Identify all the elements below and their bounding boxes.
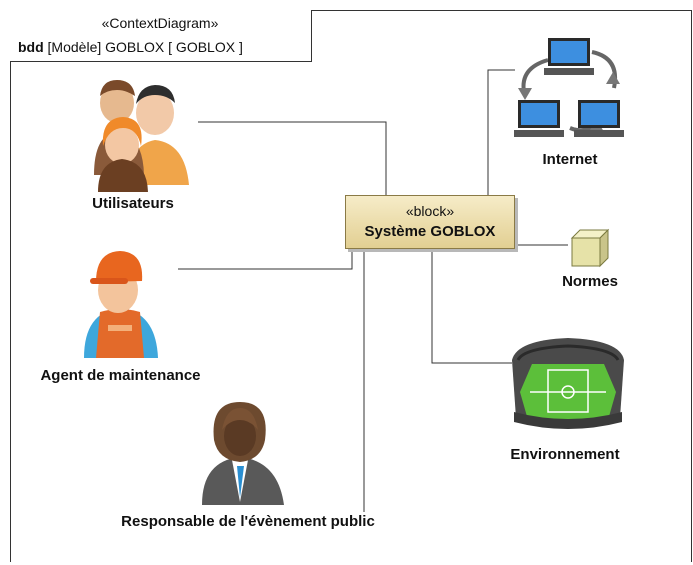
- actor-agent-label: Agent de maintenance: [40, 367, 201, 384]
- external-environnement-label: Environnement: [510, 446, 620, 463]
- connector-utilisateurs: [198, 121, 387, 195]
- block-stereotype: «block»: [405, 203, 455, 219]
- system-block[interactable]: «block» Système GOBLOX: [345, 195, 515, 249]
- connector-agent: [178, 249, 353, 270]
- connector-internet: [487, 69, 515, 195]
- frame-kind: bdd: [18, 39, 44, 55]
- connector-environnement: [431, 249, 512, 364]
- external-normes-label: Normes: [562, 273, 618, 290]
- frame-model-name: [Modèle] GOBLOX [ GOBLOX ]: [47, 39, 243, 55]
- block-name: Système GOBLOX: [364, 223, 496, 240]
- actor-responsable-label: Responsable de l'évènement public: [121, 513, 375, 530]
- diagram-frame: [10, 10, 692, 562]
- actor-utilisateurs-label: Utilisateurs: [92, 195, 174, 212]
- external-internet-label: Internet: [542, 151, 598, 168]
- diagram-header-tab: «ContextDiagram» bdd [Modèle] GOBLOX [ G…: [10, 10, 312, 62]
- frame-title: bdd [Modèle] GOBLOX [ GOBLOX ]: [18, 39, 243, 55]
- frame-stereotype: «ContextDiagram»: [101, 15, 219, 31]
